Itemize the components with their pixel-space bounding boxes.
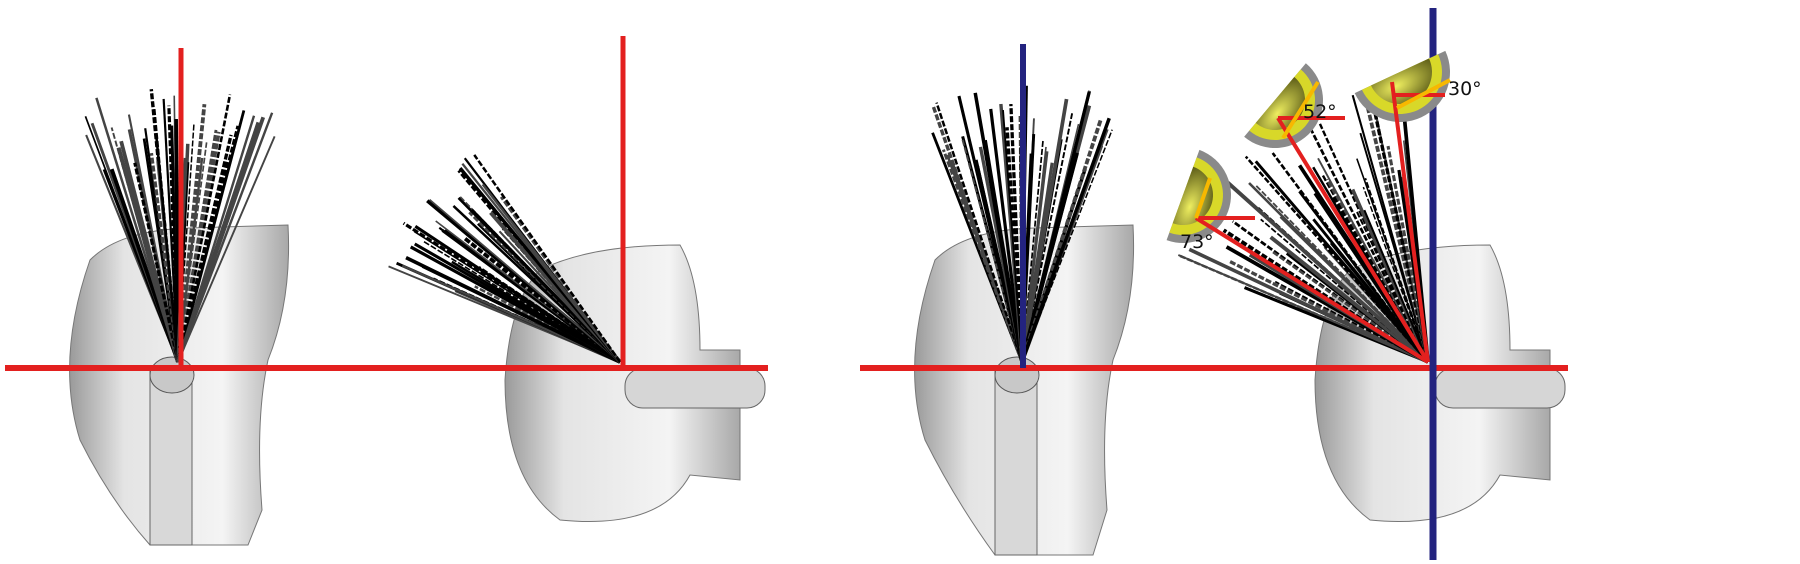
tilt-line xyxy=(1359,132,1429,363)
cup-angle-lines xyxy=(1194,78,1451,364)
tilt-line xyxy=(405,256,621,364)
tilt-line xyxy=(154,134,180,363)
tilt-line xyxy=(414,225,621,364)
tilt-line xyxy=(1362,186,1429,363)
tilt-line xyxy=(144,128,180,363)
tilt-line xyxy=(1271,152,1430,363)
tilt-line xyxy=(176,112,274,363)
tilt-line xyxy=(1317,157,1429,363)
angle-label-73: 73° xyxy=(1180,231,1214,253)
tilt-line xyxy=(176,94,232,363)
tilt-line xyxy=(1020,98,1069,363)
tilt-line xyxy=(422,240,621,363)
standing-pelvis-right xyxy=(914,224,1135,556)
tilt-line xyxy=(935,102,1024,363)
angle-label-30: 30° xyxy=(1448,78,1482,100)
standing-pelvis-left xyxy=(69,224,290,546)
acetabular-cup-3 xyxy=(1354,50,1450,122)
angle-label-52: 52° xyxy=(1303,101,1337,123)
acetabular-cup-2 xyxy=(1244,63,1323,148)
tilt-line xyxy=(1302,114,1430,363)
tilt-line xyxy=(177,135,276,363)
femur xyxy=(1434,367,1566,409)
tilt-line xyxy=(176,131,221,363)
pelvic-tilt-line-fans xyxy=(84,85,1430,364)
tilt-line xyxy=(1021,129,1113,363)
tilt-line xyxy=(133,162,180,363)
tilt-line xyxy=(1255,185,1429,363)
tilt-line xyxy=(1269,235,1430,364)
tilt-line xyxy=(176,110,246,363)
tilt-line xyxy=(1364,177,1429,363)
femur xyxy=(624,367,766,409)
tilt-line xyxy=(1219,174,1430,364)
tilt-line xyxy=(1020,152,1079,363)
femur xyxy=(994,369,1038,556)
femur xyxy=(149,369,193,546)
tilt-line xyxy=(1020,117,1111,363)
tilt-line xyxy=(473,154,622,363)
tilt-line xyxy=(429,198,621,363)
tilt-line xyxy=(1005,127,1024,363)
tilt-line xyxy=(1363,209,1429,363)
tilt-line xyxy=(174,119,180,363)
tilt-line xyxy=(961,137,1023,363)
